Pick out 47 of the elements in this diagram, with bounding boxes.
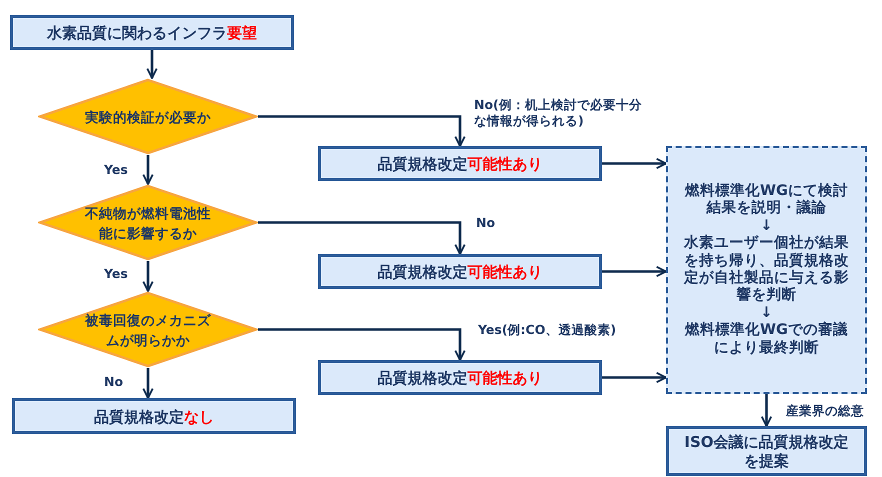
process-box (318, 360, 602, 395)
edge-label: Yes(例:CO、透過酸素) (478, 322, 616, 338)
highlight-text: 可能性あり (468, 155, 542, 173)
node-text: 燃料標準化WGにて検討結果を説明・議論 (684, 183, 849, 218)
highlight-text: 可能性あり (468, 263, 542, 281)
node-text: 実験的検証が必要か (85, 110, 211, 126)
arrow (142, 261, 154, 292)
edge-label: Yes (104, 162, 128, 178)
node-text: 燃料標準化WGでの審議により最終判断 (684, 322, 849, 357)
arrow (142, 368, 154, 399)
node-text: 品質規格改定 (94, 408, 184, 426)
arrow (258, 115, 466, 147)
edge-label: 産業界の総意 (786, 403, 864, 420)
node-text: 水素ユーザー個社が結果を持ち帰り、品質規格改定が自社製品に与える影響を判断 (682, 235, 850, 305)
arrow (760, 394, 772, 427)
arrow (258, 221, 466, 255)
node-text: 被毒回復のメカニズムが明らかか (85, 313, 211, 348)
highlight-text: 要望 (227, 24, 257, 42)
decision-diamond (38, 78, 258, 155)
arrow (142, 155, 154, 185)
process-box (666, 146, 867, 394)
arrow (258, 328, 466, 361)
node-text: 品質規格改定 (378, 155, 468, 173)
highlight-text: 可能性あり (468, 369, 542, 387)
arrow (602, 372, 667, 384)
decision-diamond (38, 184, 258, 261)
edge-label: No (476, 215, 496, 232)
process-box (666, 426, 867, 476)
arrow (602, 158, 667, 170)
node-text: 水素品質に関わるインフラ (47, 24, 227, 42)
arrow-glyph: ↓ (759, 304, 774, 322)
highlight-text: なし (184, 408, 214, 426)
process-box (318, 146, 602, 181)
arrow-glyph: ↓ (759, 218, 774, 236)
node-text: 不純物が燃料電池性能に影響するか (85, 206, 211, 242)
edge-label: No(例：机上検討で必要十分な情報が得られる) (474, 97, 643, 130)
node-text: ISO会議に品質規格改定を提案 (684, 433, 849, 470)
process-box (12, 398, 296, 434)
arrow (602, 266, 667, 278)
process-box (10, 15, 294, 50)
edge-label: Yes (104, 266, 128, 282)
decision-diamond (38, 291, 258, 368)
edge-label: No (104, 374, 124, 390)
process-box (318, 254, 602, 289)
node-text: 品質規格改定 (378, 263, 468, 281)
node-text: 品質規格改定 (378, 369, 468, 387)
arrow (146, 50, 158, 79)
